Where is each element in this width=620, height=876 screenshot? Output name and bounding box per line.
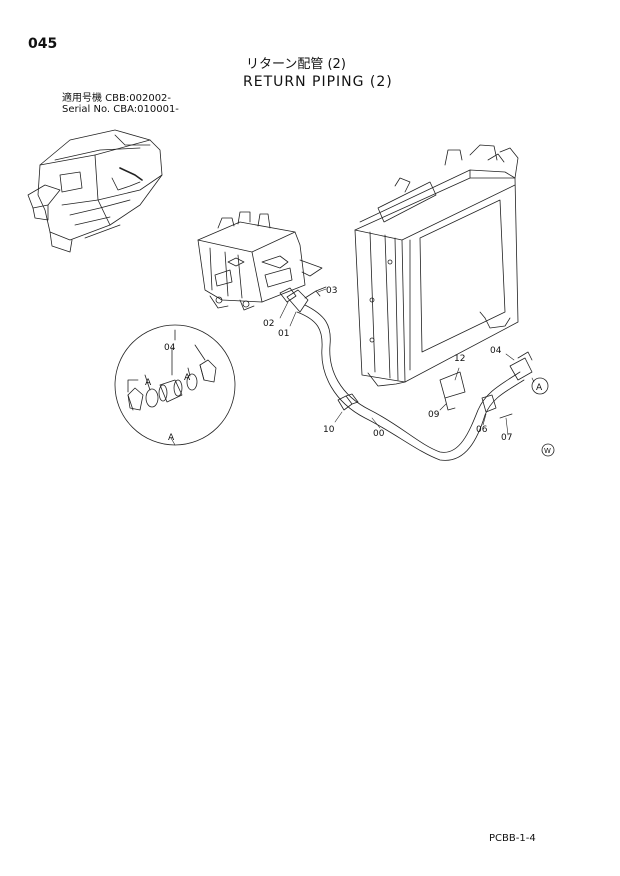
- callout-04-detail: 04: [164, 343, 176, 353]
- callout-02: 02: [263, 319, 274, 329]
- w-mark-circle: [541, 443, 555, 457]
- detail-view-drawing: [114, 324, 236, 446]
- control-valve-drawing: [197, 211, 323, 311]
- callout-00: 00: [373, 429, 385, 439]
- callout-a-bottom: A: [168, 433, 175, 443]
- callout-06: 06: [476, 425, 488, 435]
- callout-01: 01: [278, 329, 289, 339]
- callout-a-2: A: [184, 373, 191, 383]
- page-number: 045: [28, 36, 58, 52]
- callout-w-mark: W: [544, 447, 551, 455]
- serial-number-text: Serial No. CBA:010001-: [62, 104, 179, 115]
- callout-a-circle: A: [536, 383, 543, 393]
- callout-a-1: A: [145, 378, 152, 388]
- callout-04-right: 04: [490, 346, 502, 356]
- radiator-drawing: [354, 144, 519, 387]
- callout-03: 03: [326, 286, 337, 296]
- reference-a-circle: [531, 377, 549, 395]
- title-japanese: リターン配管 (2): [246, 57, 346, 72]
- callout-10: 10: [323, 425, 335, 435]
- callout-12: 12: [454, 354, 465, 364]
- machine-overview-drawing: [27, 129, 163, 253]
- return-hose-drawing: [279, 286, 533, 461]
- applicability-text: 適用号機 CBB:002002-: [62, 93, 172, 104]
- title-english: RETURN PIPING (2): [243, 74, 393, 90]
- footer-code: PCBB-1-4: [489, 833, 536, 844]
- callout-07: 07: [501, 433, 512, 443]
- leader-lines: [170, 288, 535, 446]
- callout-09: 09: [428, 410, 440, 420]
